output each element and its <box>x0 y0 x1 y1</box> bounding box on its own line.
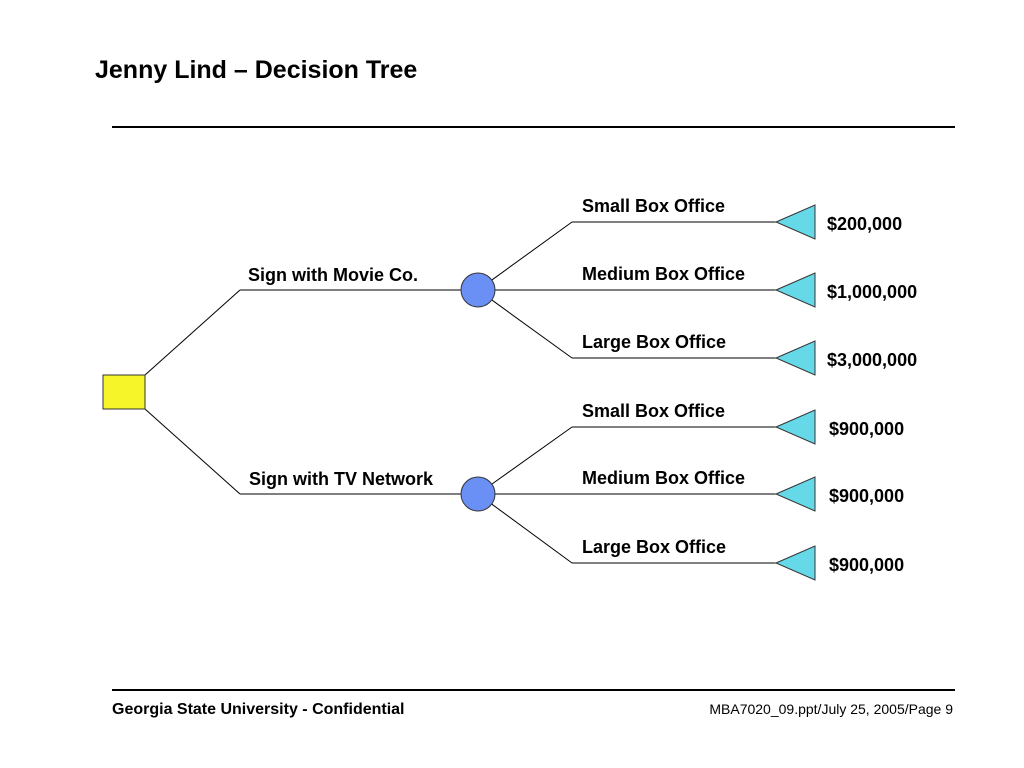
payoff-label: $900,000 <box>829 555 904 575</box>
title-divider <box>112 126 955 128</box>
decision-branch-diagonal <box>144 289 241 376</box>
tree-branches <box>144 221 776 564</box>
tree-labels: Sign with Movie Co. Small Box Office $200,… <box>248 196 917 575</box>
footer-confidential: Georgia State University - Confidential <box>112 701 405 718</box>
payoff-label: $200,000 <box>827 214 902 234</box>
decision-branch-diagonal <box>144 408 241 495</box>
decision-node <box>102 374 146 410</box>
terminal-node <box>774 272 816 308</box>
payoff-label: $1,000,000 <box>827 282 917 302</box>
slide-title: Jenny Lind – Decision Tree <box>95 56 418 84</box>
outcome-label: Medium Box Office <box>582 468 745 488</box>
tree-nodes <box>102 204 816 581</box>
terminal-node <box>774 409 816 445</box>
outcome-branch-diagonal <box>491 221 573 281</box>
option-label: Sign with Movie Co. <box>248 265 418 285</box>
option-label: Sign with TV Network <box>249 469 434 489</box>
outcome-label: Small Box Office <box>582 401 725 421</box>
chance-node <box>460 272 496 308</box>
outcome-branch-diagonal <box>491 426 573 485</box>
outcome-label: Medium Box Office <box>582 264 745 284</box>
payoff-label: $900,000 <box>829 419 904 439</box>
payoff-label: $3,000,000 <box>827 350 917 370</box>
outcome-branch-diagonal <box>491 299 573 359</box>
outcome-label: Large Box Office <box>582 537 726 557</box>
outcome-branch-diagonal <box>491 503 573 564</box>
outcome-label: Large Box Office <box>582 332 726 352</box>
terminal-node <box>774 545 816 581</box>
chance-node <box>460 476 496 512</box>
payoff-label: $900,000 <box>829 486 904 506</box>
terminal-node <box>774 204 816 240</box>
footer-page-info: MBA7020_09.ppt/July 25, 2005/Page 9 <box>709 701 953 717</box>
terminal-node <box>774 476 816 512</box>
footer-divider <box>112 689 955 691</box>
terminal-node <box>774 340 816 376</box>
outcome-label: Small Box Office <box>582 196 725 216</box>
